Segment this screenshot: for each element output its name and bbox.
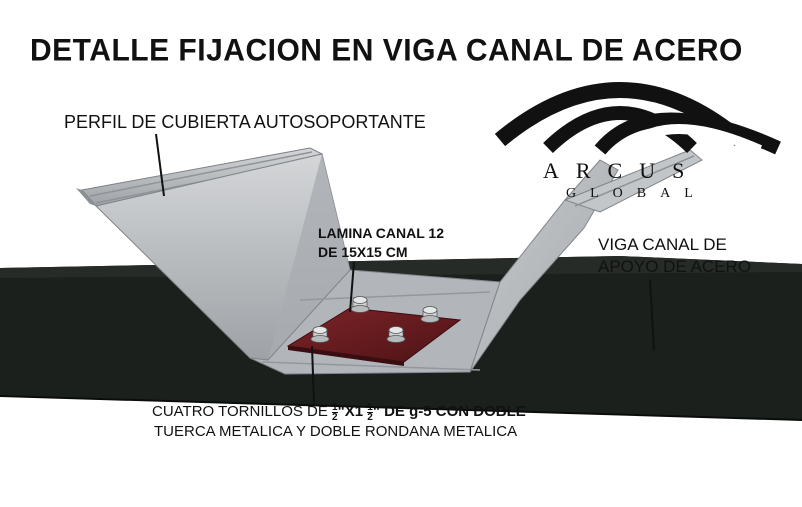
caption-part2: "X1 — [337, 403, 368, 420]
leader-tornillos — [311, 345, 315, 405]
fraction-2-denominator: 2 — [367, 411, 373, 423]
leader-viga — [649, 279, 655, 351]
fraction-1-denominator: 2 — [332, 411, 338, 423]
leader-perfil — [155, 133, 165, 197]
roof-sheet-right-rib — [574, 155, 695, 207]
caption-line2: TUERCA METALICA Y DOBLE RONDANA METALICA — [154, 423, 518, 440]
brand-name: ARCUS — [543, 158, 702, 183]
label-channel-beam-line2: APOYO DE ACERO — [598, 257, 752, 276]
roof-sheet-right-web — [469, 159, 619, 373]
label-steel-plate-line2: DE 15X15 CM — [318, 244, 408, 260]
arcus-logo-mark — [494, 82, 781, 155]
label-steel-plate-line1: LAMINA CANAL 12 — [318, 225, 445, 241]
roof-sheet-left-lip — [76, 188, 96, 206]
bolt-back-left — [350, 296, 370, 313]
label-channel-beam: VIGA CANAL DE APOYO DE ACERO — [598, 234, 751, 278]
steel-plate — [286, 307, 462, 363]
brand-subtitle: GLOBAL — [566, 186, 707, 201]
bolt-front-left — [310, 326, 330, 343]
steel-plate-edge — [288, 346, 404, 366]
beam-edge-line — [0, 395, 802, 421]
roof-sheet-left-web-shading — [268, 154, 350, 360]
label-roof-profile: PERFIL DE CUBIERTA AUTOSOPORTANTE — [64, 112, 426, 132]
bolt-front-right — [386, 326, 406, 343]
label-steel-plate: LAMINA CANAL 12 DE 15X15 CM — [318, 224, 444, 262]
bolt-back-right — [420, 306, 440, 323]
fraction-2-numerator: 1 — [367, 401, 373, 413]
roof-sheet-valley-ribs — [261, 291, 491, 371]
caption-part1: CUATRO TORNILLOS DE — [152, 403, 333, 420]
label-channel-beam-line1: VIGA CANAL DE — [598, 235, 727, 254]
caption-part3: " DE g-5 CON DOBLE — [372, 403, 526, 420]
fraction-1-numerator: 1 — [332, 401, 338, 413]
leader-lamina — [349, 261, 355, 313]
diagram-title: DETALLE FIJACION EN VIGA CANAL DE ACERO — [30, 33, 743, 68]
